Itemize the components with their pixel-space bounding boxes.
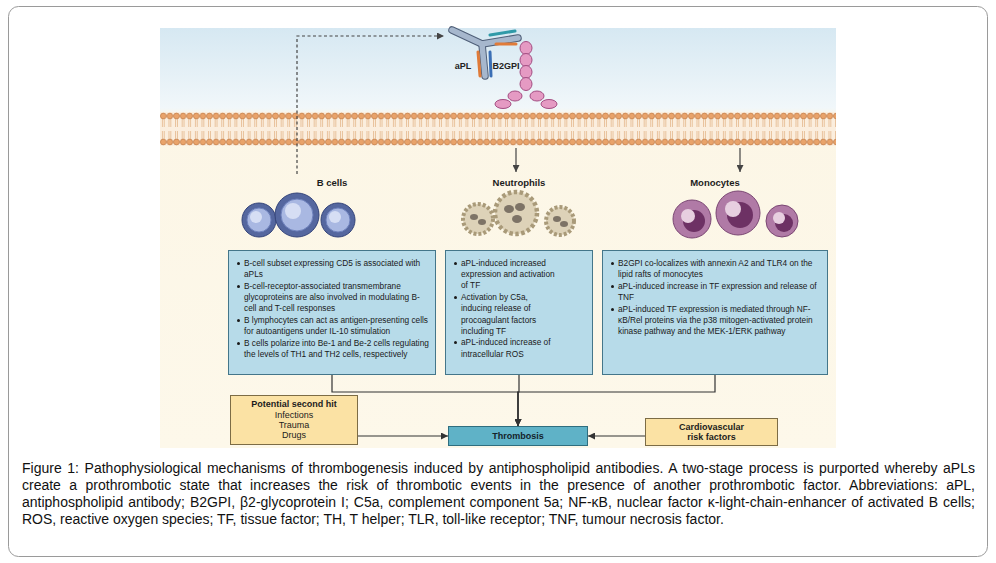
outcome-box: Thrombosis [448, 426, 588, 446]
protein-domain [508, 91, 522, 101]
heavy-chain [452, 30, 482, 44]
neutrophil [463, 204, 493, 234]
bullet-text: aPL-induced increased expression and act… [453, 258, 561, 292]
part-label: aPL [433, 61, 493, 72]
flow-arrow [518, 375, 519, 426]
box-text: Infections [231, 410, 357, 420]
heavy-chain [482, 38, 518, 44]
box-heading: B cells [229, 177, 435, 189]
nucleus-lobe [512, 215, 522, 223]
protein-domain [495, 100, 511, 109]
cell-nucleus [326, 208, 350, 232]
cell-nucleus [247, 208, 271, 232]
nucleus-lobe [470, 214, 478, 220]
heavy-chain-outline [482, 38, 518, 44]
bullet-text: B2GPI co-localizes with annexin A2 and T… [610, 258, 821, 280]
cell-membrane [160, 112, 836, 146]
bullet-text: B-cell subset expressing CD5 is associat… [236, 258, 429, 280]
protein-domain [520, 78, 532, 91]
b-cell [242, 203, 276, 237]
b-cell [321, 203, 355, 237]
heavy-chain-outline [452, 30, 482, 44]
monocyte [673, 200, 711, 238]
protein-domain [520, 42, 532, 55]
flow-arrow [588, 435, 645, 436]
nucleus-lobe [553, 216, 561, 222]
light-chain [490, 31, 515, 35]
protein-domain [520, 66, 532, 79]
light-chain [478, 52, 480, 76]
feedback-dashed-arrow [297, 36, 444, 174]
nucleus-lobe [515, 203, 525, 211]
flow-arrow [332, 375, 518, 426]
box-heading: Monocytes [603, 177, 827, 189]
neutrophil [546, 207, 574, 235]
signal-arrow [515, 148, 516, 172]
info-box: MonocytesB2GPI co-localizes with annexin… [602, 250, 828, 375]
factor-box: Cardiovascular risk factors [645, 418, 778, 446]
heavy-chain [482, 44, 485, 76]
light-chain [490, 52, 491, 76]
cell-highlight [329, 211, 341, 223]
cell-highlight [250, 211, 262, 223]
neutrophil [495, 192, 537, 234]
info-box: NeutrophilsaPL-induced increased express… [445, 250, 593, 375]
bullet-text: B cells polarize into Be-1 and Be-2 cell… [236, 338, 429, 360]
info-box: B cellsB-cell subset expressing CD5 is a… [228, 250, 436, 375]
part-label: B2GPI [476, 61, 536, 72]
flow-arrow [518, 375, 715, 426]
flow-arrow [358, 435, 448, 436]
bullet-text: B lymphocytes can act as antigen-present… [236, 315, 429, 337]
cell-nucleus [281, 199, 313, 231]
bullet-text: aPL-induced TF expression is mediated th… [610, 304, 821, 338]
b2gpi-protein [495, 42, 557, 109]
monocytes-illustration [673, 191, 798, 238]
nucleus-lobe [560, 221, 568, 227]
lipid-bilayer [160, 112, 836, 146]
monocyte [716, 191, 760, 235]
bullet-text: B-cell-receptor-associated transmembrane… [236, 281, 429, 315]
protein-domain [541, 100, 557, 109]
monocyte [766, 205, 798, 237]
bullet-text: aPL-induced increase in TF expression an… [610, 281, 821, 303]
factor-box: Potential second hitInfectionsTraumaDrug… [230, 395, 358, 445]
neutrophils-illustration [463, 192, 574, 235]
image-background [160, 28, 836, 448]
cell-highlight [285, 203, 301, 219]
box-text: Drugs [231, 430, 357, 440]
nucleus-lobe [504, 205, 514, 213]
light-chain [496, 43, 516, 46]
figure-caption: Figure 1: Pathophysiological mechanisms … [22, 460, 975, 528]
figure-frame [9, 7, 988, 557]
box-text: Trauma [231, 420, 357, 430]
box-heading: Neutrophils [446, 177, 592, 189]
b-cell [275, 193, 319, 237]
cell-highlight [681, 209, 695, 223]
box-heading: Potential second hit [231, 399, 357, 410]
b-cells-illustration [242, 193, 355, 237]
cell-highlight [773, 212, 785, 224]
protein-domain [530, 91, 544, 101]
bullet-text: aPL-induced increase of intracellular RO… [453, 337, 561, 359]
signal-arrow [739, 148, 740, 172]
nucleus-lobe [478, 219, 486, 225]
bullet-text: Activation by C5a, inducing release of p… [453, 292, 561, 337]
box-text: Thrombosis [492, 431, 544, 441]
protein-domain [520, 54, 532, 67]
cell-highlight [725, 201, 741, 217]
box-text: Cardiovascular risk factors [671, 422, 753, 442]
heavy-chain-outline [482, 44, 485, 76]
